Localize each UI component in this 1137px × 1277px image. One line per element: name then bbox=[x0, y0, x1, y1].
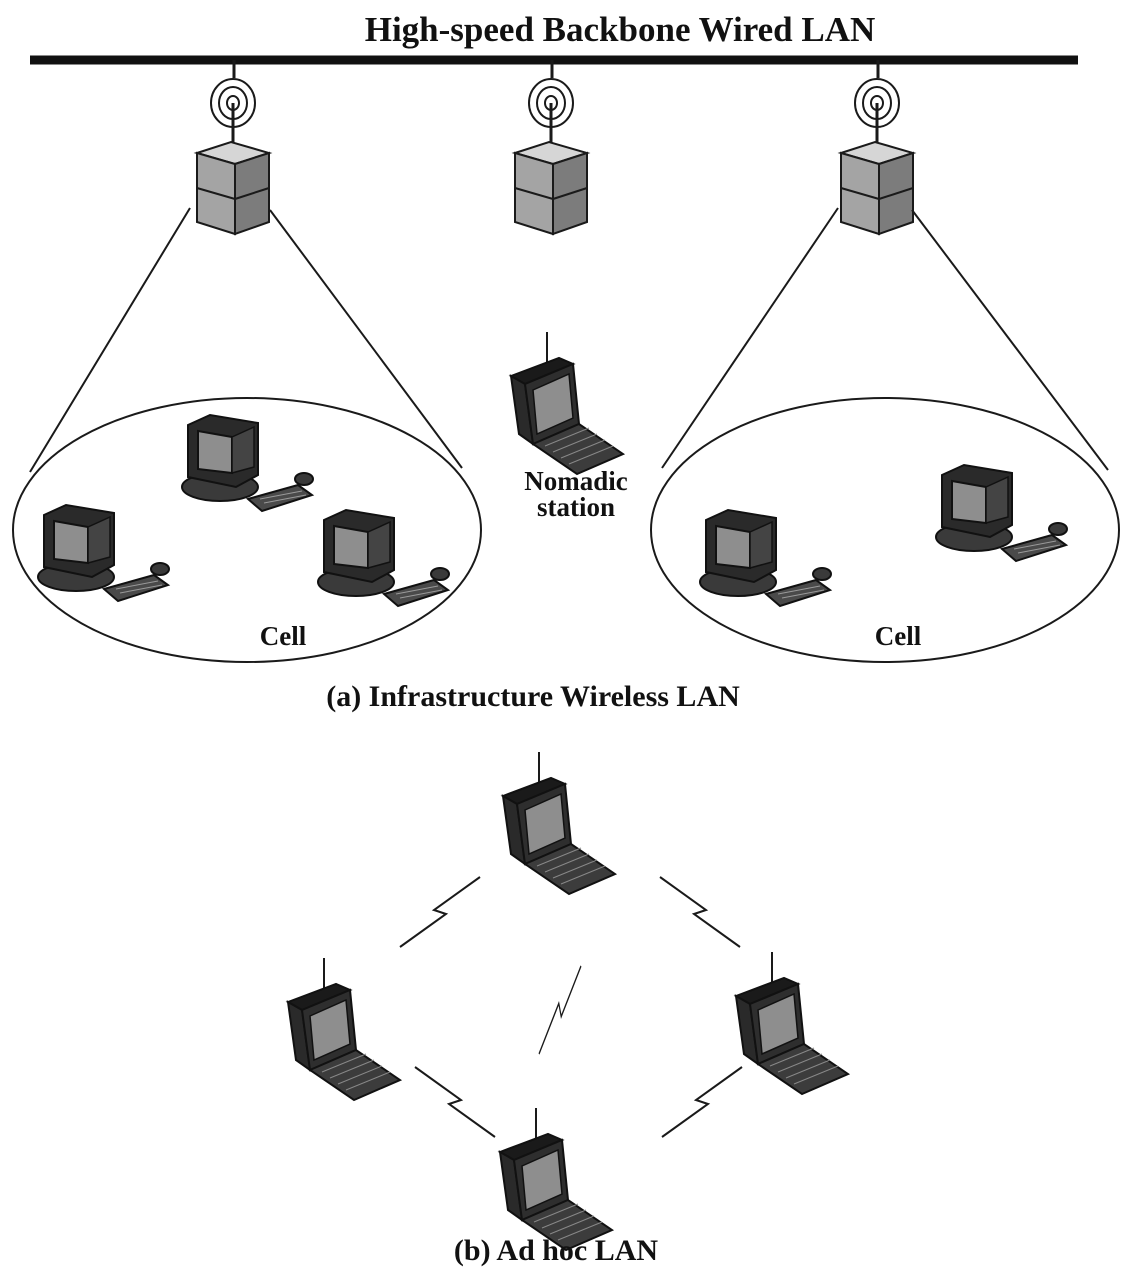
caption-adhoc: (b) Ad hoc LAN bbox=[454, 1234, 659, 1267]
access-point-right bbox=[839, 77, 915, 236]
cell-left-cone-edge-right bbox=[269, 209, 463, 469]
cell-left-station-3 bbox=[317, 509, 450, 607]
backbone-label: High-speed Backbone Wired LAN bbox=[365, 10, 876, 49]
cell-left-cone-edge-left bbox=[29, 207, 191, 473]
cell-left-label: Cell bbox=[260, 621, 307, 651]
cell-right-ellipse bbox=[650, 397, 1120, 663]
cell-right-station-1 bbox=[699, 509, 832, 607]
cell-right-label: Cell bbox=[875, 621, 922, 651]
wireless-link-bottom-right bbox=[661, 1066, 743, 1138]
nomadic-station-label-line1: Nomadic bbox=[524, 466, 628, 496]
adhoc-laptop-bottom bbox=[499, 1107, 613, 1251]
access-point-center bbox=[513, 77, 589, 236]
cell-right-station-2 bbox=[935, 464, 1068, 562]
adhoc-laptop-right bbox=[735, 951, 849, 1095]
adhoc-laptop-top bbox=[502, 751, 616, 895]
adhoc-laptop-left bbox=[287, 957, 401, 1101]
access-point-left bbox=[195, 77, 271, 236]
caption-infrastructure: (a) Infrastructure Wireless LAN bbox=[326, 680, 740, 713]
cell-left-station-2 bbox=[181, 414, 314, 512]
cell-right-cone-edge-right bbox=[911, 209, 1109, 471]
wireless-link-top-right bbox=[659, 876, 741, 948]
nomadic-station-laptop bbox=[510, 331, 624, 475]
wireless-link-bottom-left bbox=[414, 1066, 496, 1138]
cell-left-station-1 bbox=[37, 504, 170, 602]
nomadic-station-label-line2: station bbox=[537, 492, 615, 522]
cell-right-cone-edge-left bbox=[661, 207, 839, 469]
cell-left-ellipse bbox=[12, 397, 482, 663]
wireless-link-center bbox=[537, 964, 583, 1056]
wireless-link-top-left bbox=[399, 876, 481, 948]
